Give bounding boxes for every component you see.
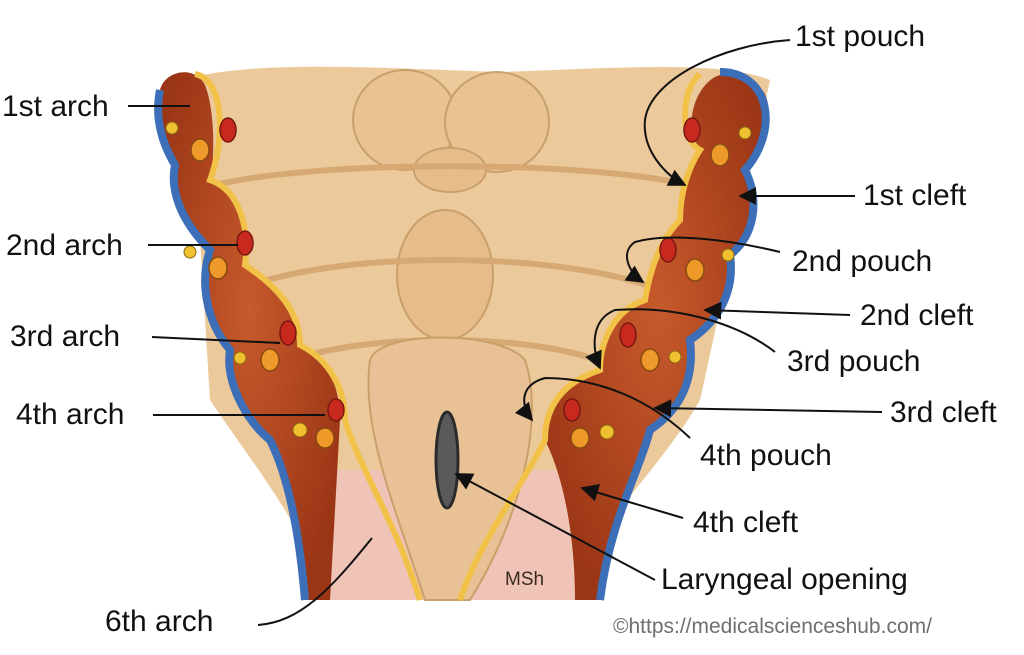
leader-arch3: [151, 336, 281, 344]
laryngeal-opening: [434, 410, 460, 510]
arrow-pouch2: [624, 236, 781, 283]
label-2nd-arch: 2nd arch: [6, 229, 123, 262]
label-4th-cleft: 4th cleft: [693, 506, 799, 539]
label-2nd-pouch: 2nd pouch: [792, 245, 933, 278]
left-endoderm-line: [194, 71, 423, 601]
artist-signature: MSh: [505, 569, 544, 590]
left-ectoderm-line: [154, 89, 309, 601]
label-1st-arch: 1st arch: [2, 90, 109, 123]
credit-url: ©https://medicalscienceshub.com/: [613, 615, 932, 638]
lateral-lingual-swelling-right: [444, 71, 550, 173]
left-arches-wall: [158, 72, 340, 601]
arrow-cleft2: [703, 301, 851, 320]
label-laryngeal-opening: Laryngeal opening: [661, 563, 908, 596]
arrow-pouch1: [643, 39, 791, 186]
leader-arch6: [257, 537, 373, 626]
label-3rd-pouch: 3rd pouch: [787, 345, 921, 378]
label-3rd-cleft: 3rd cleft: [890, 396, 997, 429]
left-arch-contents: [165, 117, 345, 449]
arrow-pouch3: [585, 308, 776, 370]
arrow-pouch4: [514, 376, 691, 439]
copula: [396, 209, 494, 341]
label-4th-arch: 4th arch: [16, 398, 125, 431]
label-2nd-cleft: 2nd cleft: [860, 299, 974, 332]
arrow-cleft3: [653, 399, 883, 418]
tuberculum-impar: [413, 147, 487, 193]
label-3rd-arch: 3rd arch: [10, 320, 121, 353]
right-arches-wall: [545, 74, 769, 600]
arrow-cleft4: [580, 483, 684, 519]
label-1st-cleft: 1st cleft: [863, 179, 967, 212]
right-arch-contents: [563, 117, 752, 449]
label-4th-pouch: 4th pouch: [700, 439, 832, 472]
arrow-laryngeal: [454, 473, 656, 581]
label-6th-arch: 6th arch: [105, 605, 214, 638]
right-endoderm-line: [457, 71, 705, 601]
label-1st-pouch: 1st pouch: [795, 20, 926, 53]
